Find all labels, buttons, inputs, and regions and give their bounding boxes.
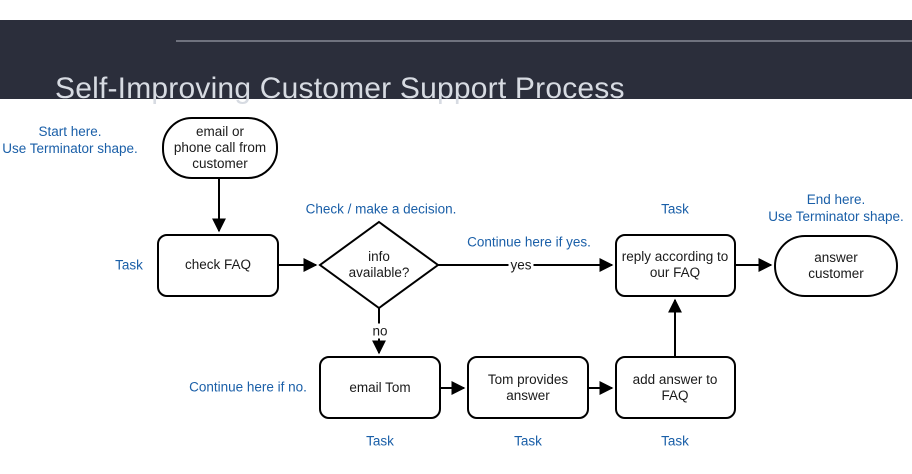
title-banner: Self-Improving Customer Support Process bbox=[0, 20, 912, 105]
node-start-terminator[interactable] bbox=[162, 117, 278, 179]
annotation-no-note: Continue here if no. bbox=[189, 379, 307, 395]
annotation-decision-note: Check / make a decision. bbox=[305, 201, 457, 217]
annotation-task-add-faq: Task bbox=[661, 433, 689, 449]
annotation-task-email-tom: Task bbox=[366, 433, 394, 449]
node-reply-faq[interactable] bbox=[615, 234, 736, 297]
annotation-task-reply-faq: Task bbox=[661, 201, 689, 217]
annotation-task-check-faq: Task bbox=[115, 257, 143, 273]
annotation-task-tom-answer: Task bbox=[514, 433, 542, 449]
node-answer-customer[interactable] bbox=[774, 235, 898, 297]
node-email-tom[interactable] bbox=[319, 356, 441, 419]
edge-label-yes: yes bbox=[508, 257, 534, 273]
annotation-end-note: End here. Use Terminator shape. bbox=[768, 192, 904, 224]
node-add-answer-to-faq[interactable] bbox=[615, 356, 736, 419]
node-decision-info-available[interactable] bbox=[318, 220, 440, 310]
page-title: Self-Improving Customer Support Process bbox=[55, 72, 625, 105]
node-check-faq[interactable] bbox=[157, 234, 279, 297]
node-tom-provides-answer[interactable] bbox=[467, 356, 589, 419]
annotation-start-note: Start here. Use Terminator shape. bbox=[2, 124, 138, 156]
edge-label-no: no bbox=[370, 323, 390, 339]
annotation-yes-note: Continue here if yes. bbox=[467, 234, 591, 250]
banner-top-divider bbox=[176, 40, 912, 42]
